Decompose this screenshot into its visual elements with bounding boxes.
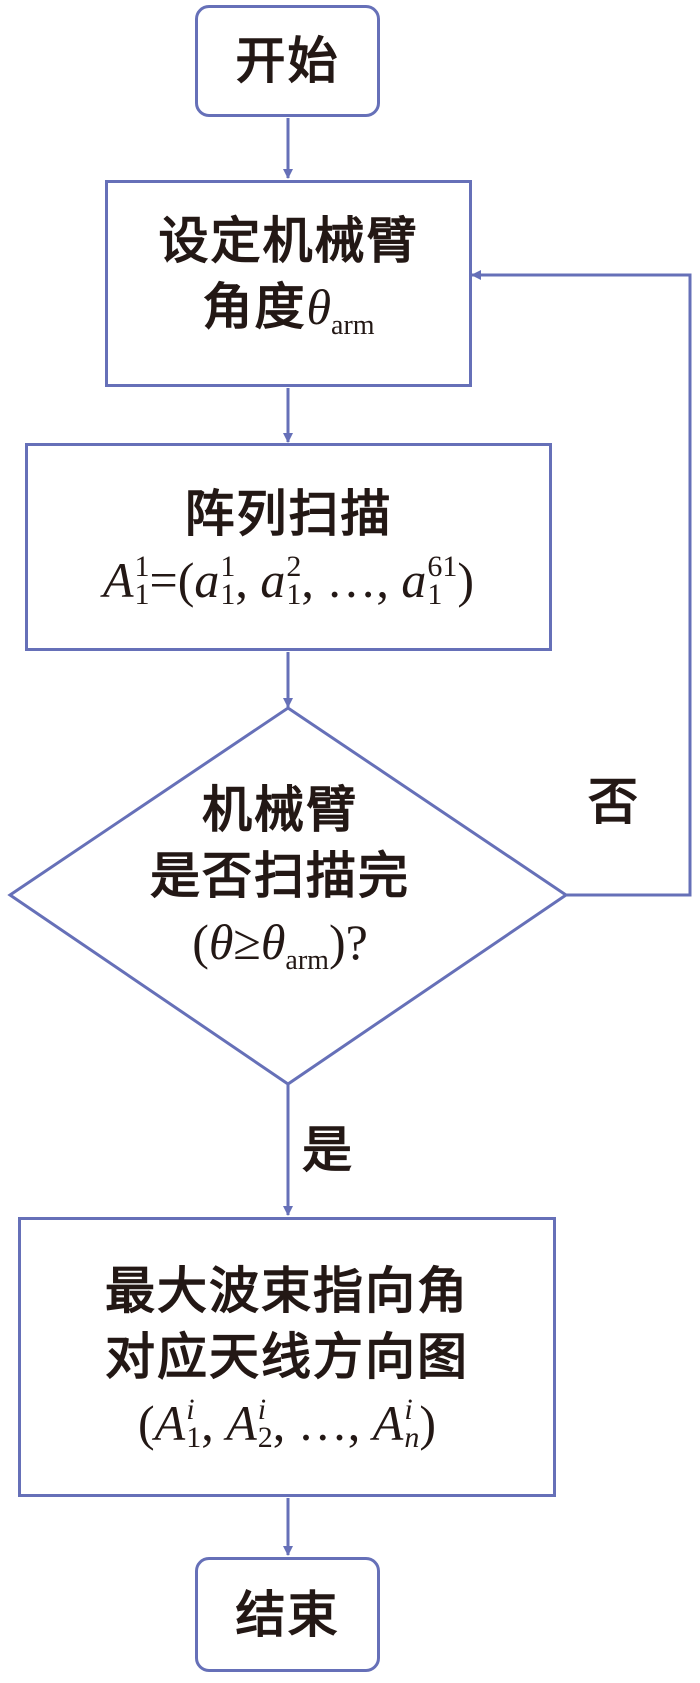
set-angle-line2: 角度θarm <box>202 278 375 341</box>
end-node: 结束 <box>195 1557 380 1672</box>
decision-condition: (θ≥θarm)? <box>192 913 368 976</box>
end-label: 结束 <box>235 1585 340 1644</box>
decision-line2: 是否扫描完 <box>150 846 410 905</box>
decision-diamond <box>7 706 569 1086</box>
start-node: 开始 <box>195 5 380 117</box>
result-line2: 对应天线方向图 <box>105 1327 469 1386</box>
theta-symbol: θ <box>306 279 332 335</box>
array-scan-title: 阵列扫描 <box>184 484 393 543</box>
decision-text: 机械臂 是否扫描完 (θ≥θarm)? <box>10 740 550 1030</box>
no-label: 否 <box>588 773 638 831</box>
yes-label: 是 <box>302 1121 352 1179</box>
arrow-no-loop <box>471 270 692 897</box>
set-angle-line1: 设定机械臂 <box>158 212 419 270</box>
set-angle-node: 设定机械臂 角度θarm <box>105 180 472 387</box>
decision-line1: 机械臂 <box>202 780 358 839</box>
start-label: 开始 <box>235 32 340 90</box>
result-line1: 最大波束指向角 <box>105 1261 469 1320</box>
